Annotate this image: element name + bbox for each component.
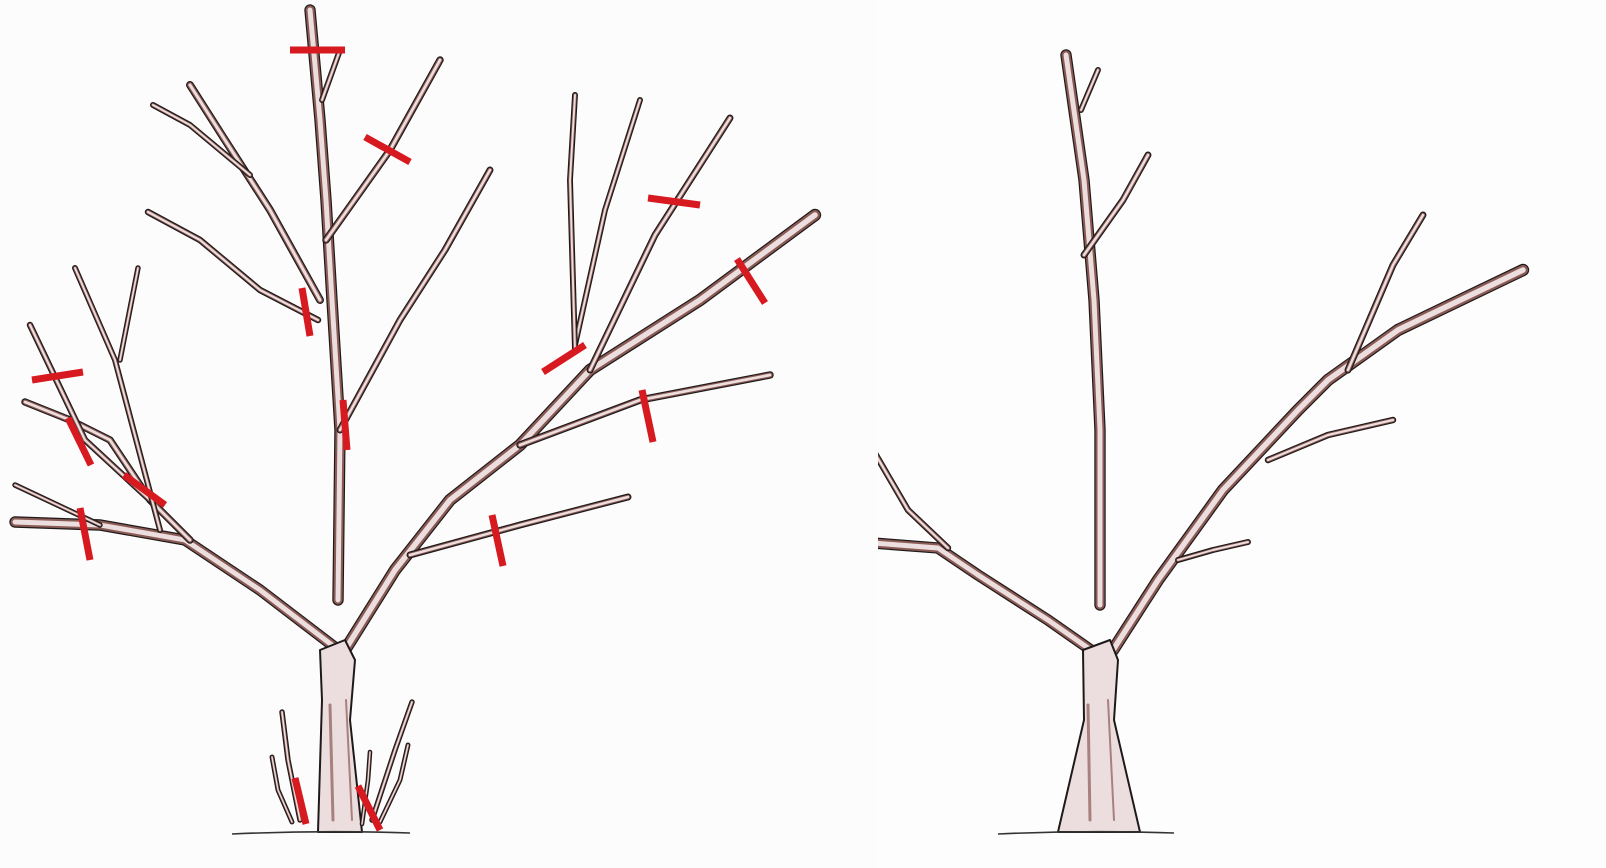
after-right-scaffold-shade <box>1113 270 1523 650</box>
after-leader-top-highlight <box>1081 70 1098 110</box>
left-twig-b-highlight <box>120 268 138 360</box>
pruning-cut-marker-10 <box>32 372 83 380</box>
pruning-cut-marker-5 <box>648 198 700 205</box>
right-scaffold-branch-highlight <box>345 215 815 650</box>
after-left-upper-stub-highlight <box>878 450 948 548</box>
after-left-upper-stub <box>878 450 948 548</box>
after-right-scaffold-highlight <box>1113 270 1523 650</box>
leader-top-twig-highlight <box>322 50 340 100</box>
pruning-cut-marker-9 <box>492 515 503 566</box>
pruning-cut-marker-3 <box>302 288 310 336</box>
tree-before-illustration <box>0 0 878 868</box>
pruning-cut-marker-4 <box>343 400 347 450</box>
pruning-cut-marker-13 <box>80 508 90 560</box>
after-right-scaffold <box>1113 270 1523 650</box>
after-trunk <box>1058 640 1140 832</box>
before-pruning-panel <box>0 0 878 868</box>
after-left-scaffold <box>878 543 1108 662</box>
after-left-upper-stub-shade <box>878 450 948 548</box>
tree-after-illustration <box>878 0 1606 868</box>
left-scaffold-branch-shade <box>15 522 345 655</box>
right-scaffold-branch-shade <box>345 215 815 650</box>
tree-before <box>15 10 815 834</box>
pruning-cut-marker-7 <box>543 345 585 372</box>
pruning-cut-markers <box>32 50 765 830</box>
after-pruning-panel <box>878 0 1606 868</box>
tree-after <box>878 55 1523 834</box>
after-trunk-shade-1 <box>1088 705 1090 820</box>
trunk <box>318 640 362 832</box>
right-scaffold-branch <box>345 215 815 650</box>
